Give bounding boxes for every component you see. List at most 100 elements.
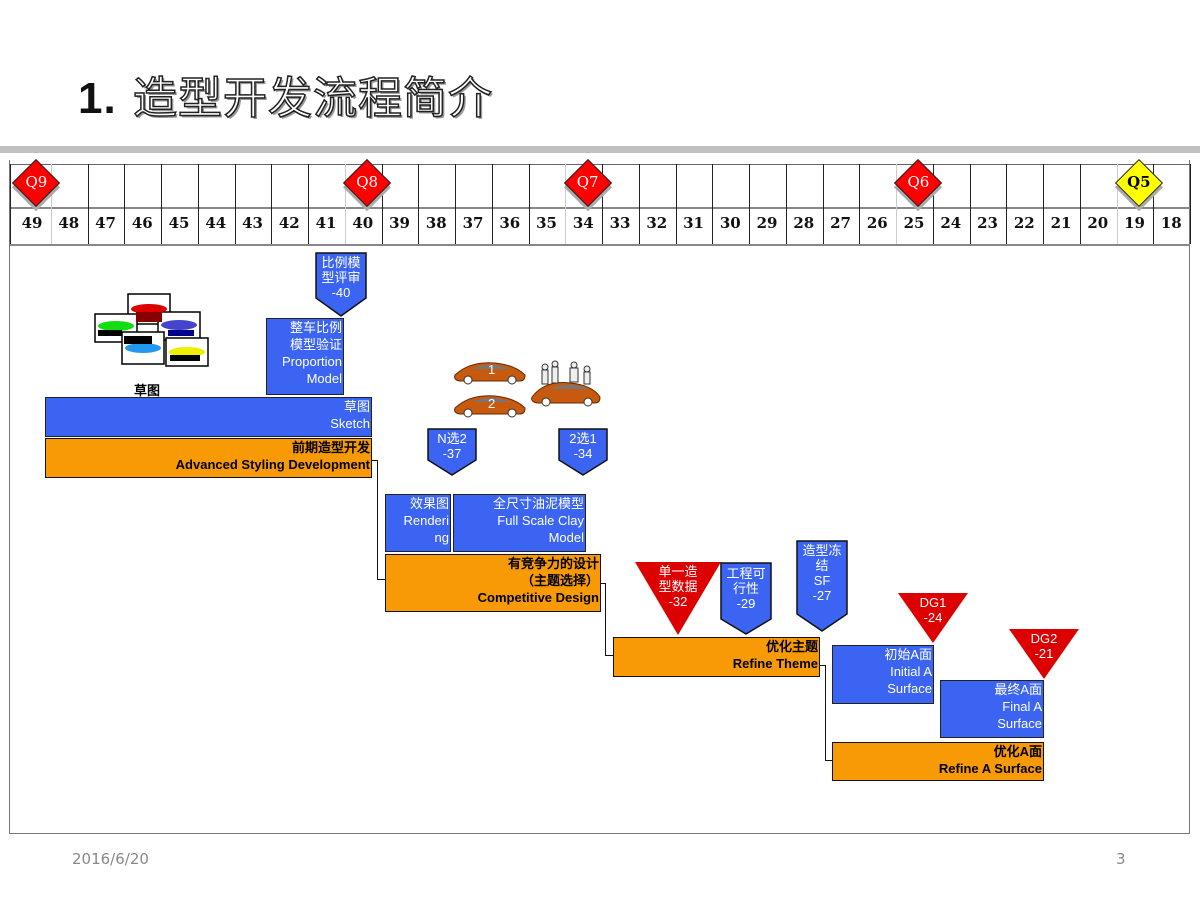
milestone-proportion-review: 比例模 型评审 -40 (315, 252, 367, 318)
grid-line (382, 164, 383, 244)
grid-line (51, 164, 52, 244)
phase-rendering: 效果图 Renderi ng (385, 494, 451, 552)
week-label: 49 (21, 214, 43, 232)
grid-line (565, 164, 566, 244)
slide-title: 1. 造型开发流程简介 (78, 62, 493, 126)
week-label: 29 (756, 214, 778, 232)
milestone-week: -27 (812, 588, 832, 603)
milestone-text: DG2 (1030, 631, 1058, 646)
proportion-en2: Model (306, 371, 342, 386)
connector (377, 460, 378, 580)
milestone-week: -24 (923, 610, 943, 625)
grid-line (418, 164, 419, 244)
week-label: 47 (95, 214, 116, 232)
week-label: 40 (352, 214, 374, 232)
milestone-text: 比例模 (321, 255, 361, 270)
quality-gate-q7: Q7 (563, 158, 612, 208)
week-label: 46 (131, 214, 153, 232)
quality-gate-label: Q8 (356, 173, 379, 191)
connector (820, 665, 825, 666)
quality-gate-label: Q7 (576, 173, 599, 191)
milestone-n-to-2: N选2 -37 (427, 428, 477, 476)
phase-proportion-model: 整车比例 模型验证 Proportion Model (266, 318, 344, 395)
quality-gate-q8: Q8 (343, 158, 392, 208)
week-label: 25 (903, 214, 925, 232)
grid-line (602, 164, 603, 244)
connector (605, 583, 606, 656)
quality-gate-label: Q9 (25, 173, 48, 191)
final-a-cn: 最终A面 (994, 682, 1042, 697)
initial-a-cn: 初始A面 (884, 647, 932, 662)
milestone-week: -37 (442, 446, 462, 461)
week-label: 38 (425, 214, 447, 232)
phase-initial-a-surface: 初始A面 Initial A Surface (832, 645, 934, 704)
quality-gate-label: Q6 (907, 173, 930, 191)
grid-line (10, 164, 11, 244)
grid-line (161, 164, 162, 244)
week-label: 48 (58, 214, 80, 232)
week-label: 36 (499, 214, 521, 232)
week-row (10, 208, 1190, 246)
clay-cars-illustration (454, 360, 601, 418)
milestone-text: N选2 (437, 431, 467, 446)
grid-line (271, 164, 272, 244)
week-label: 41 (315, 214, 337, 232)
week-label: 21 (1050, 214, 1072, 232)
connector-arrow (825, 760, 832, 761)
milestone-styling-freeze: 造型冻 结 SF -27 (796, 540, 848, 632)
milestone-text: 2选1 (569, 431, 597, 446)
milestone-feasibility: 工程可 行性 -29 (720, 562, 772, 635)
gate-row (10, 164, 1190, 209)
grid-line (1043, 164, 1044, 244)
grid-line (1117, 164, 1118, 244)
milestone-text: 结 (815, 558, 829, 573)
week-label: 37 (462, 214, 484, 232)
refine-a-en: Refine A Surface (938, 761, 1042, 776)
week-label: 44 (205, 214, 227, 232)
phase-advanced-cn: 前期造型开发 (291, 440, 370, 455)
week-label: 31 (683, 214, 704, 232)
milestone-text: DG1 (919, 595, 947, 610)
milestone-text: 型评审 (321, 270, 361, 285)
final-a-en1: Final A (1002, 699, 1042, 714)
connector-arrow (377, 579, 385, 580)
week-label: 19 (1124, 214, 1145, 232)
clay-en1: Full Scale Clay (497, 513, 584, 528)
week-label: 18 (1160, 214, 1182, 232)
initial-a-en1: Initial A (890, 664, 932, 679)
week-label: 42 (278, 214, 300, 232)
week-label: 32 (646, 214, 668, 232)
grid-line (712, 164, 713, 244)
grid-line (124, 164, 125, 244)
phase-sketch-en: Sketch (330, 416, 370, 431)
week-label: 45 (168, 214, 190, 232)
week-label: 22 (1013, 214, 1035, 232)
quality-gate-q5: Q5 (1114, 158, 1163, 208)
grid-line (198, 164, 199, 244)
week-label: 35 (536, 214, 557, 232)
phase-sketch-cn: 草图 (343, 399, 370, 414)
refine-a-cn: 优化A面 (993, 744, 1042, 759)
grid-line (749, 164, 750, 244)
milestone-text: 行性 (732, 581, 759, 596)
refine-theme-en: Refine Theme (732, 656, 818, 671)
grid-line (235, 164, 236, 244)
milestone-week: -29 (736, 596, 756, 611)
week-label: 24 (940, 214, 962, 232)
grid-line (345, 164, 346, 244)
week-label: 30 (719, 214, 741, 232)
title-text: 造型开发流程简介 (132, 72, 494, 125)
week-label: 26 (866, 214, 888, 232)
grid-line (859, 164, 860, 244)
sketch-cars-illustration (94, 293, 209, 367)
connector (372, 460, 378, 461)
car-option-1-label: 1 (488, 362, 496, 377)
quality-gate-label: Q5 (1127, 173, 1151, 191)
phase-sketch: 草图 Sketch (45, 397, 372, 437)
week-label: 28 (793, 214, 815, 232)
grid-line (88, 164, 89, 244)
grid-line (639, 164, 640, 244)
sketch-caption: 草图 (134, 383, 161, 398)
rendering-en2: ng (434, 530, 449, 545)
